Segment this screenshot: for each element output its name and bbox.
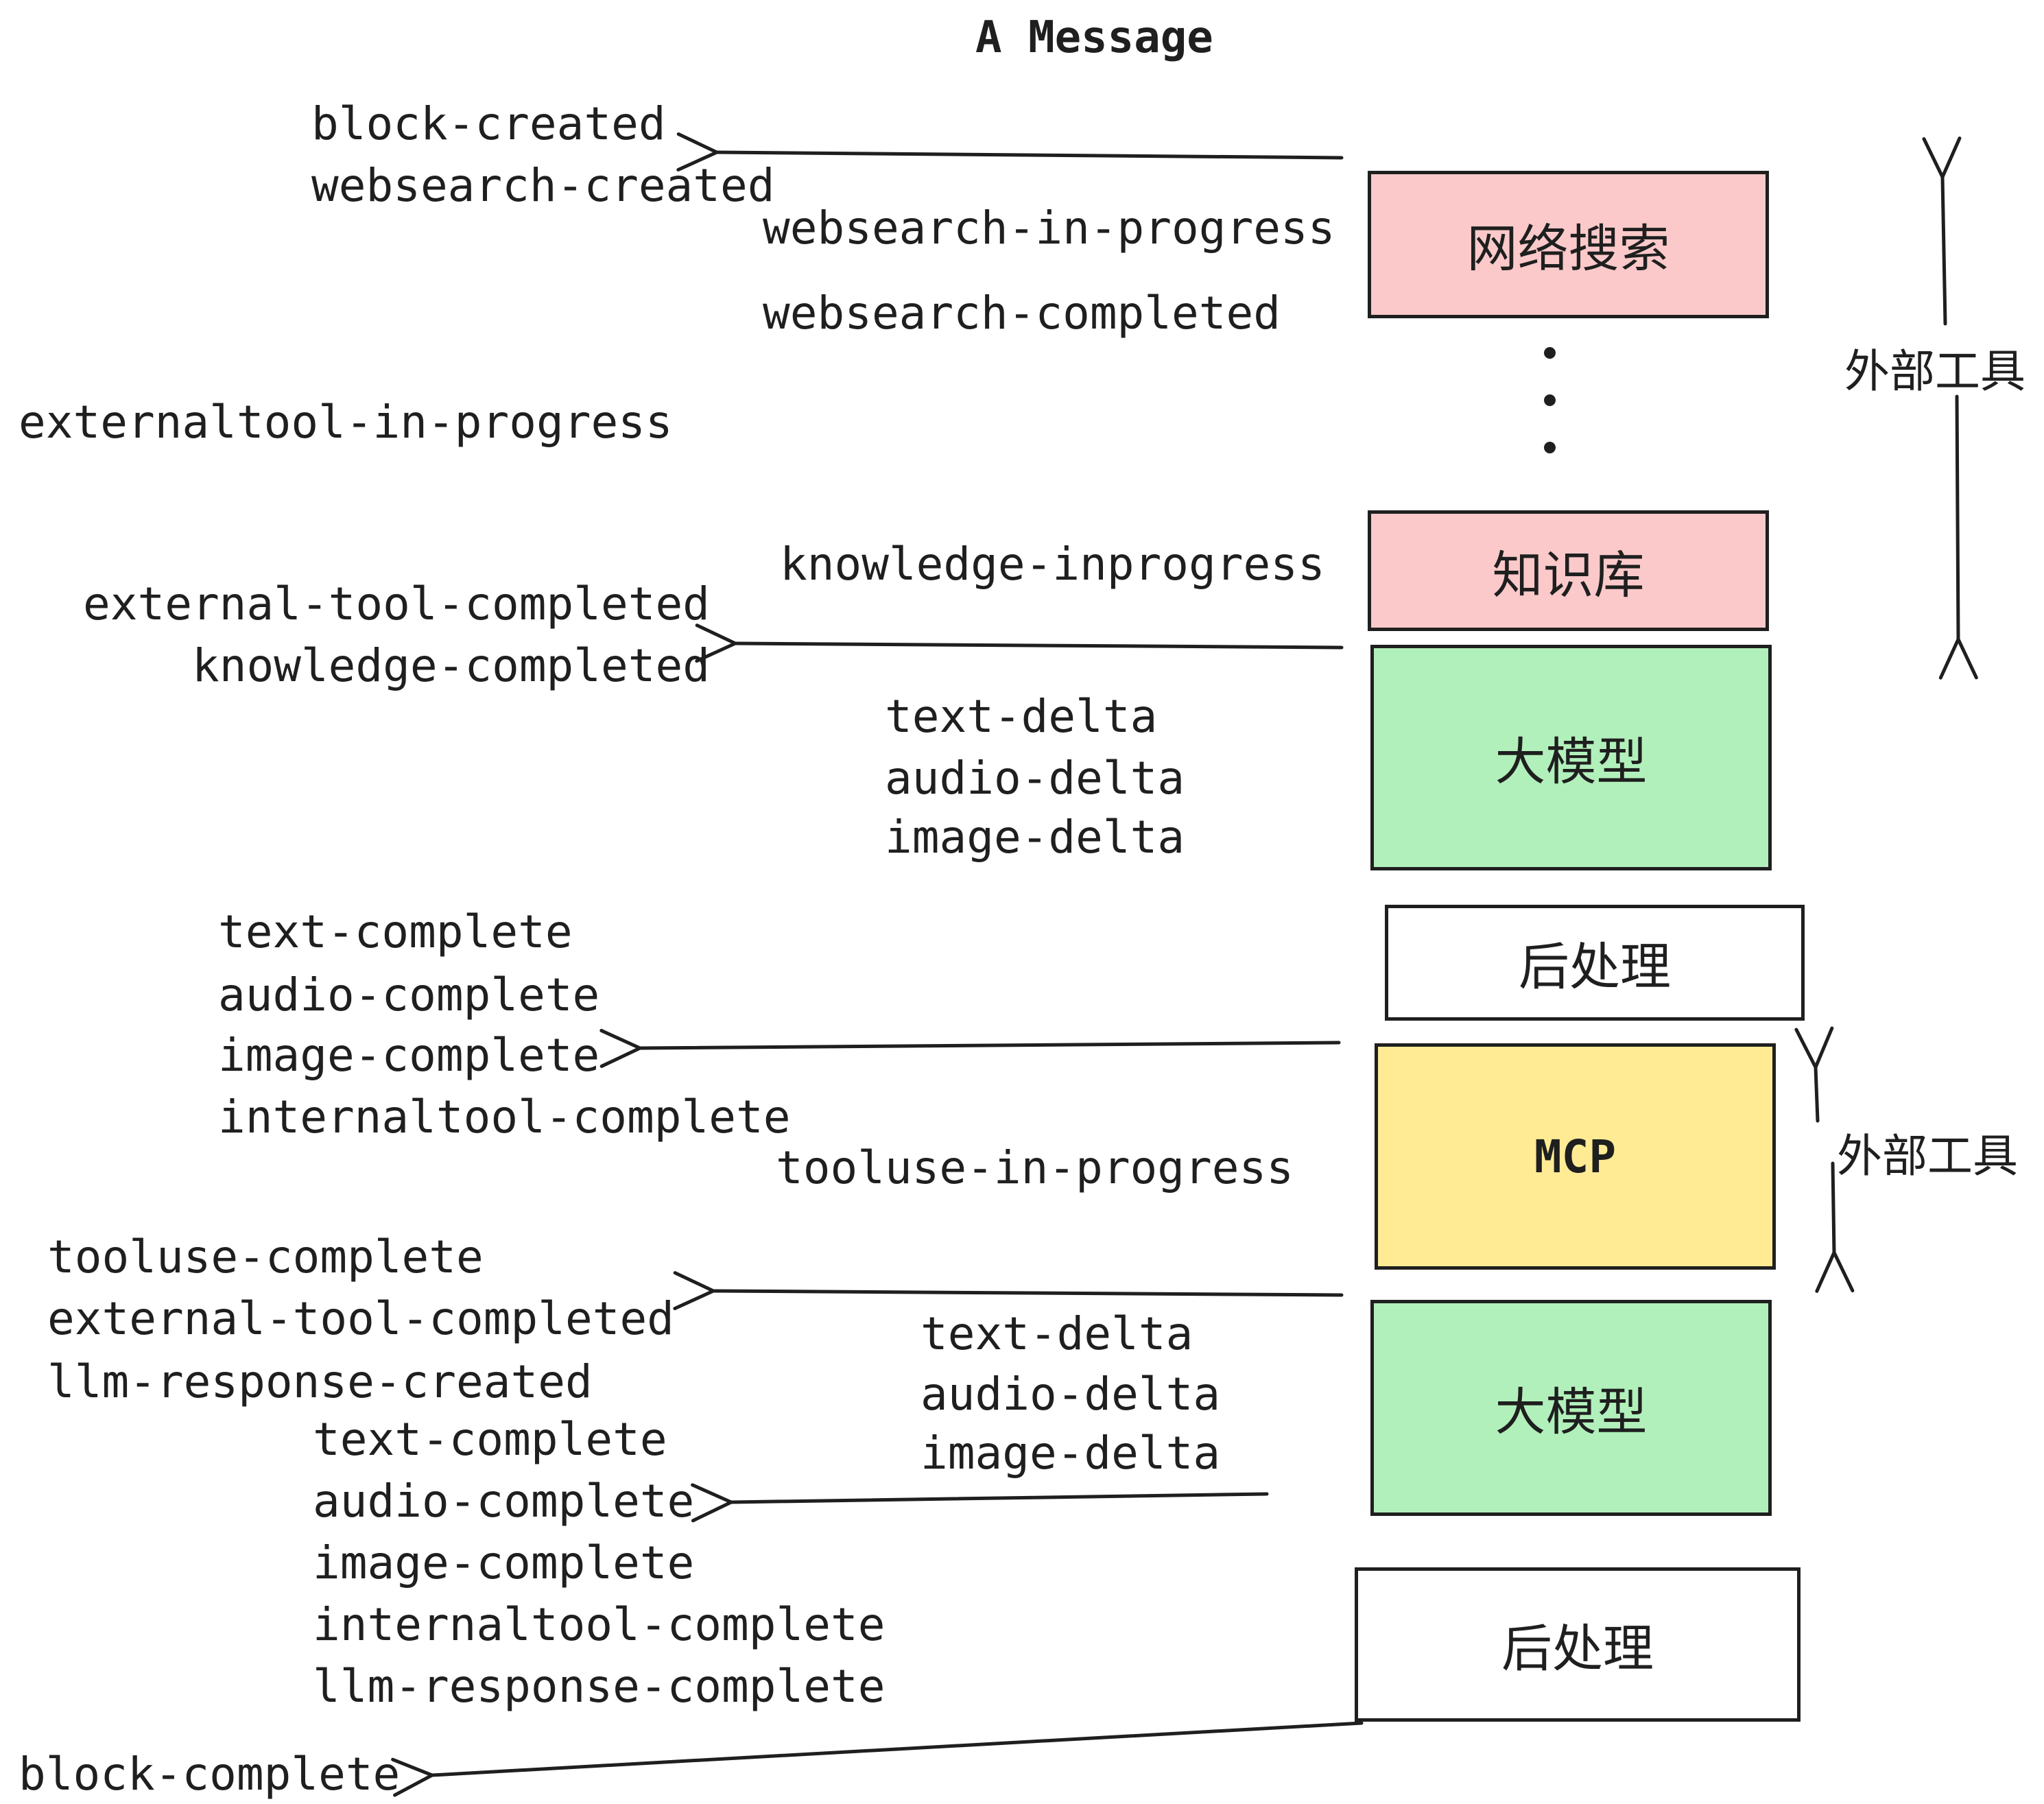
dot xyxy=(1544,347,1556,359)
event-label-knowledge-completed: knowledge-completed xyxy=(192,639,710,692)
box-post-top-label: 后处理 xyxy=(1519,938,1671,997)
event-label-externaltool-in-progress: externaltool-in-progress xyxy=(19,396,673,449)
event-label-audio-complete-2: audio-complete xyxy=(313,1475,695,1528)
external-tools-top-down-arrow xyxy=(1957,394,1958,639)
event-label-websearch-completed: websearch-completed xyxy=(763,287,1281,340)
external-tools-mcp-up-arrow xyxy=(1816,1067,1818,1123)
event-label-external-tool-completed-2: external-tool-completed xyxy=(47,1292,674,1345)
event-label-internaltool-complete-2: internaltool-complete xyxy=(313,1598,886,1651)
event-label-text-delta-2: text-delta xyxy=(920,1307,1193,1360)
event-label-block-complete: block-complete xyxy=(19,1748,401,1801)
dot xyxy=(1544,442,1556,453)
arrow-to-audio-complete xyxy=(731,1494,1269,1502)
box-websearch: 网络搜索 xyxy=(1368,171,1769,318)
event-label-websearch-in-progress: websearch-in-progress xyxy=(763,202,1335,254)
event-label-image-delta-2: image-delta xyxy=(920,1427,1221,1480)
arrow-to-knowledge-completed xyxy=(735,643,1344,648)
box-websearch-label: 网络搜索 xyxy=(1466,219,1670,278)
event-label-audio-delta-2: audio-delta xyxy=(920,1368,1221,1421)
box-post-bottom-label: 后处理 xyxy=(1501,1619,1654,1678)
event-label-text-complete-2: text-complete xyxy=(313,1413,667,1466)
dot xyxy=(1544,394,1556,406)
event-label-image-complete-2: image-complete xyxy=(313,1536,695,1589)
event-label-text-delta: text-delta xyxy=(885,690,1158,743)
box-llm-top: 大模型 xyxy=(1370,645,1772,870)
event-label-knowledge-inprogress: knowledge-inprogress xyxy=(780,538,1325,591)
event-label-llm-response-created: llm-response-created xyxy=(47,1355,593,1408)
box-mcp: MCP xyxy=(1375,1043,1776,1270)
event-label-image-complete: image-complete xyxy=(218,1029,600,1082)
arrow-to-block-created xyxy=(717,152,1344,158)
external-tools-mcp-down-arrow xyxy=(1833,1161,1834,1253)
event-label-image-delta: image-delta xyxy=(885,811,1185,864)
arrow-to-tooluse-complete xyxy=(713,1291,1344,1295)
external-tools-label-top: 外部工具 xyxy=(1844,345,2025,398)
external-tools-label-bottom: 外部工具 xyxy=(1837,1130,2018,1183)
box-post-top: 后处理 xyxy=(1385,905,1805,1021)
event-label-text-complete: text-complete xyxy=(218,905,573,958)
event-label-audio-delta: audio-delta xyxy=(885,752,1185,805)
event-label-llm-response-complete: llm-response-complete xyxy=(313,1660,886,1713)
box-llm-bottom: 大模型 xyxy=(1370,1300,1772,1516)
event-label-tooluse-complete: tooluse-complete xyxy=(47,1231,484,1283)
arrow-to-image-complete xyxy=(640,1043,1341,1048)
box-mcp-label: MCP xyxy=(1534,1130,1617,1183)
box-post-bottom: 后处理 xyxy=(1355,1567,1801,1722)
ellipsis-dots xyxy=(1544,347,1556,453)
event-label-websearch-created: websearch-created xyxy=(311,159,775,212)
arrow-to-block-complete xyxy=(432,1721,1364,1775)
event-label-block-created: block-created xyxy=(311,97,666,150)
diagram-title: A Message xyxy=(975,12,1213,63)
event-label-tooluse-in-progress: tooluse-in-progress xyxy=(776,1141,1294,1194)
event-label-external-tool-completed: external-tool-completed xyxy=(83,578,710,630)
box-knowledge: 知识库 xyxy=(1368,510,1769,631)
box-knowledge-label: 知识库 xyxy=(1492,545,1645,605)
box-llm-bottom-label: 大模型 xyxy=(1495,1383,1648,1442)
box-llm-top-label: 大模型 xyxy=(1495,733,1648,792)
external-tools-top-up-arrow xyxy=(1942,177,1945,326)
event-label-internaltool-complete: internaltool-complete xyxy=(218,1091,791,1143)
event-label-audio-complete: audio-complete xyxy=(218,969,600,1021)
